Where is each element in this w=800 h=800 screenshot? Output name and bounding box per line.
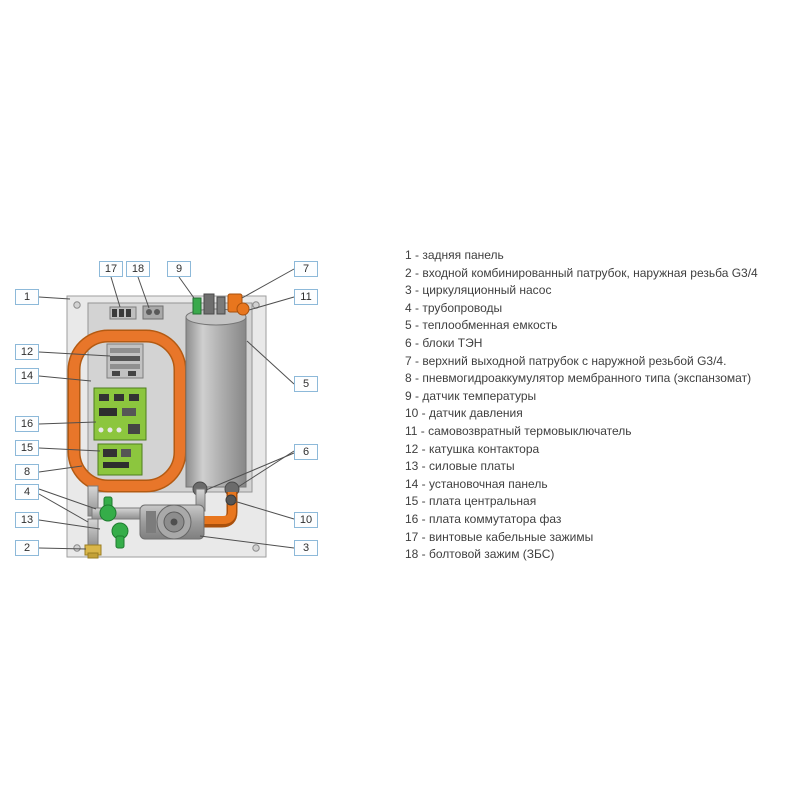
callout-11: 11 — [294, 289, 318, 305]
legend-item-9: 9 - датчик температуры — [405, 388, 537, 403]
legend-item-7: 7 - верхний выходной патрубок с наружной… — [405, 353, 727, 368]
callout-5: 5 — [294, 376, 318, 392]
contactor — [106, 343, 144, 379]
callout-15: 15 — [15, 440, 39, 456]
callout-13: 13 — [15, 512, 39, 528]
legend-item-1: 1 - задняя панель — [405, 248, 504, 262]
legend-item-12: 12 - катушка контактора — [405, 441, 540, 456]
callout-6: 6 — [294, 444, 318, 460]
legend-item-14: 14 - установочная панель — [405, 476, 548, 491]
top-fittings — [192, 293, 250, 316]
legend-item-15: 15 - плата центральная — [405, 494, 537, 509]
legend-item-16: 16 - плата коммутатора фаз — [405, 511, 562, 526]
legend-item-8: 8 - пневмогидроаккумулятор мембранного т… — [405, 371, 752, 386]
legend-item-5: 5 - теплообменная емкость — [405, 318, 558, 333]
legend-item-4: 4 - трубопроводы — [405, 300, 503, 315]
legend-item-10: 10 - датчик давления — [405, 406, 523, 421]
pcb-phase-commutator — [93, 387, 147, 441]
legend-item-3: 3 - циркуляционный насос — [405, 283, 552, 298]
cable-clamps — [109, 306, 137, 320]
temperature-sensor — [192, 297, 202, 315]
valves — [99, 496, 129, 549]
legend-item-11: 11 - самовозвратный термовыключатель — [405, 423, 632, 438]
pressure-sensor — [225, 494, 237, 506]
callout-16: 16 — [15, 416, 39, 432]
legend-item-2: 2 - входной комбинированный патрубок, на… — [405, 265, 758, 280]
legend-item-6: 6 - блоки ТЭН — [405, 335, 483, 350]
leader-lines — [38, 268, 295, 550]
legend-item-17: 17 - винтовые кабельные зажимы — [405, 529, 594, 544]
expansion-tank — [67, 329, 187, 493]
callout-1: 1 — [15, 289, 39, 305]
callout-17: 17 — [99, 261, 123, 277]
callout-10: 10 — [294, 512, 318, 528]
callout-2: 2 — [15, 540, 39, 556]
inlet-fitting — [84, 544, 102, 559]
callout-8: 8 — [15, 464, 39, 480]
orange-elbow — [204, 492, 238, 528]
callout-18: 18 — [126, 261, 150, 277]
pcb-central — [97, 443, 143, 476]
callout-7: 7 — [294, 261, 318, 277]
heat-tank — [185, 308, 247, 497]
callout-14: 14 — [15, 368, 39, 384]
thermal-switch — [236, 302, 250, 316]
callout-12: 12 — [15, 344, 39, 360]
legend-item-13: 13 - силовые платы — [405, 459, 515, 474]
callout-9: 9 — [167, 261, 191, 277]
bolt-clamp — [142, 305, 164, 320]
callout-4: 4 — [15, 484, 39, 500]
callout-3: 3 — [294, 540, 318, 556]
pump — [139, 504, 205, 540]
legend: 1 - задняя панель 2 - входной комбиниров… — [405, 247, 795, 564]
legend-item-18: 18 - болтовой зажим (ЗБС) — [405, 547, 555, 562]
